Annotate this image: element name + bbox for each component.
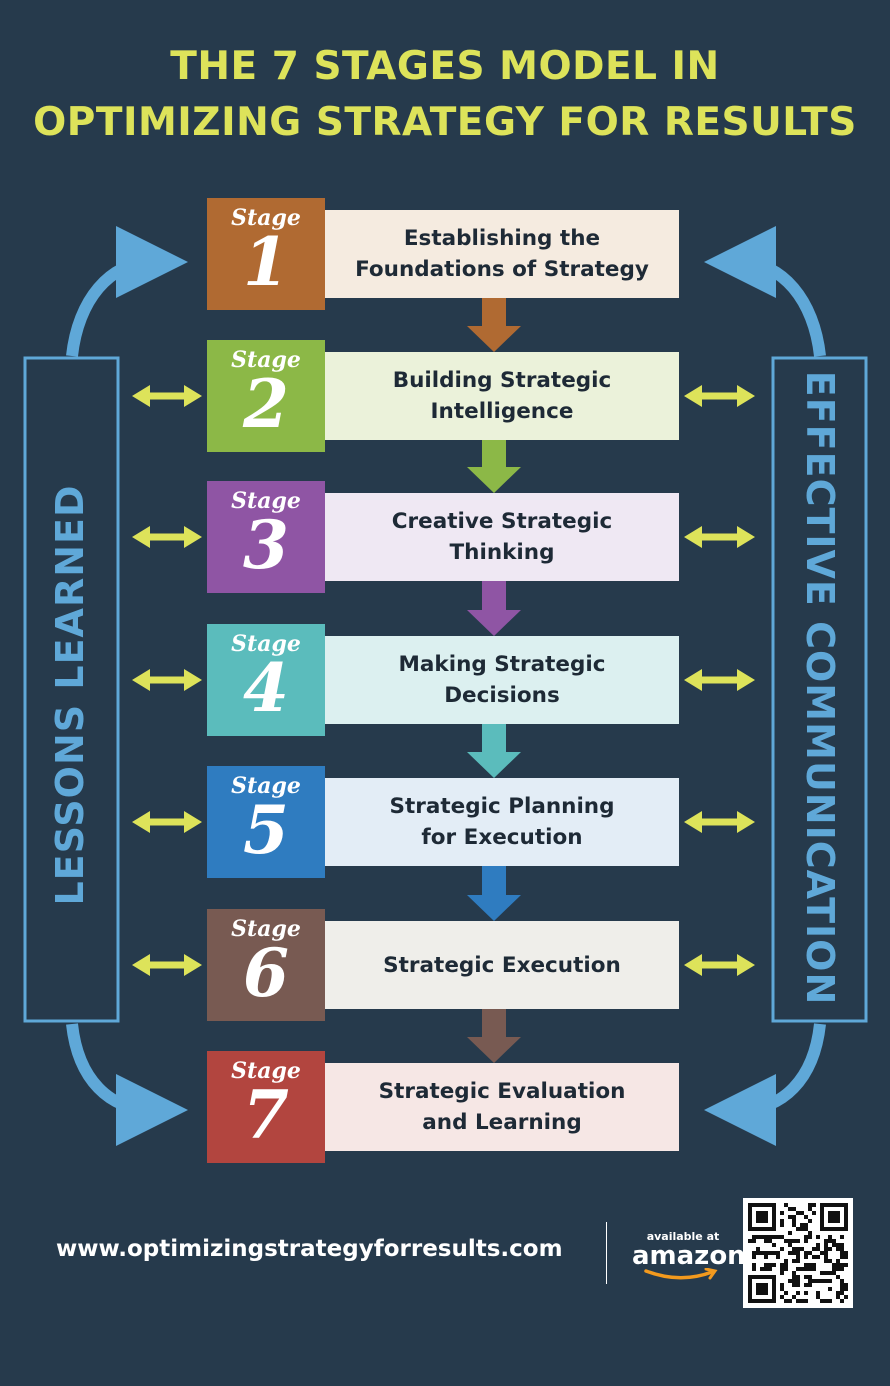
stage-title: Establishing the Foundations of Strategy — [355, 226, 649, 282]
left-double-arrow-6 — [132, 954, 202, 976]
amazon-logo[interactable]: amazon — [632, 1241, 746, 1271]
down-arrow-2 — [467, 440, 521, 493]
right-double-arrow-3 — [684, 526, 755, 548]
left-double-arrow-5 — [132, 811, 202, 833]
down-arrow-4 — [467, 724, 521, 778]
stage-title: Creative Strategic Thinking — [391, 509, 613, 565]
left-frame — [23, 356, 120, 1023]
stage-label: Stage — [231, 205, 301, 231]
right-double-arrow-5 — [684, 811, 755, 833]
down-arrow-3 — [467, 581, 521, 636]
stage-number: 3 — [243, 506, 289, 584]
left-double-arrow-2 — [132, 385, 202, 407]
right-frame — [771, 356, 868, 1023]
right-bottom-curve-arrow — [704, 1023, 826, 1146]
stage-1-box: Establishing the Foundations of Strategy — [325, 210, 679, 298]
left-double-arrow-3 — [132, 526, 202, 548]
stage-title: Strategic Execution — [383, 952, 621, 978]
right-top-curve-arrow — [704, 226, 826, 357]
stage-label: Stage — [231, 773, 301, 799]
footer-divider — [606, 1222, 607, 1284]
stage-2-box: Building Strategic Intelligence — [325, 352, 679, 440]
stage-label: Stage — [231, 1058, 301, 1084]
stage-6-box: Strategic Execution — [325, 921, 679, 1009]
down-arrows-group — [467, 298, 521, 1063]
stage-label: Stage — [231, 916, 301, 942]
lessons-learned-label: LESSONS LEARNED — [48, 484, 92, 906]
stage-number: 7 — [243, 1076, 289, 1154]
stage-number: 5 — [243, 791, 289, 869]
stage-label: Stage — [231, 347, 301, 373]
left-double-arrow-4 — [132, 669, 202, 691]
down-arrow-1 — [467, 298, 521, 352]
stage-title: Strategic Planning for Execution — [389, 794, 615, 850]
down-arrow-5 — [467, 866, 521, 921]
stage-number: 1 — [243, 223, 289, 301]
double-arrows-group — [132, 385, 755, 976]
qr-code-icon[interactable] — [743, 1198, 853, 1308]
amazon-smile-icon — [644, 1268, 718, 1280]
title-line-2: OPTIMIZING STRATEGY FOR RESULTS — [33, 100, 857, 145]
stage-number: 2 — [243, 365, 289, 443]
stage-4-box: Making Strategic Decisions — [325, 636, 679, 724]
stage-5-box: Strategic Planning for Execution — [325, 778, 679, 866]
stage-title: Strategic Evaluation and Learning — [378, 1079, 626, 1135]
stage-label: Stage — [231, 488, 301, 514]
left-bottom-curve-arrow — [66, 1023, 188, 1146]
stage-number: 6 — [243, 934, 289, 1012]
effective-communication-label: EFFECTIVE COMMUNICATION — [798, 370, 842, 1006]
stage-number: 4 — [243, 649, 289, 727]
title-line-1: THE 7 STAGES MODEL IN — [170, 44, 720, 89]
stage-title: Making Strategic Decisions — [398, 652, 606, 708]
stage-3-box: Creative Strategic Thinking — [325, 493, 679, 581]
website-link[interactable]: www.optimizingstrategyforresults.com — [56, 1236, 563, 1262]
left-top-curve-arrow — [66, 226, 188, 357]
stage-title: Building Strategic Intelligence — [392, 368, 612, 424]
right-double-arrow-4 — [684, 669, 755, 691]
down-arrow-6 — [467, 1009, 521, 1063]
stage-7-box: Strategic Evaluation and Learning — [325, 1063, 679, 1151]
right-double-arrow-2 — [684, 385, 755, 407]
available-at-text: available at — [646, 1230, 720, 1243]
stage-label: Stage — [231, 631, 301, 657]
right-double-arrow-6 — [684, 954, 755, 976]
